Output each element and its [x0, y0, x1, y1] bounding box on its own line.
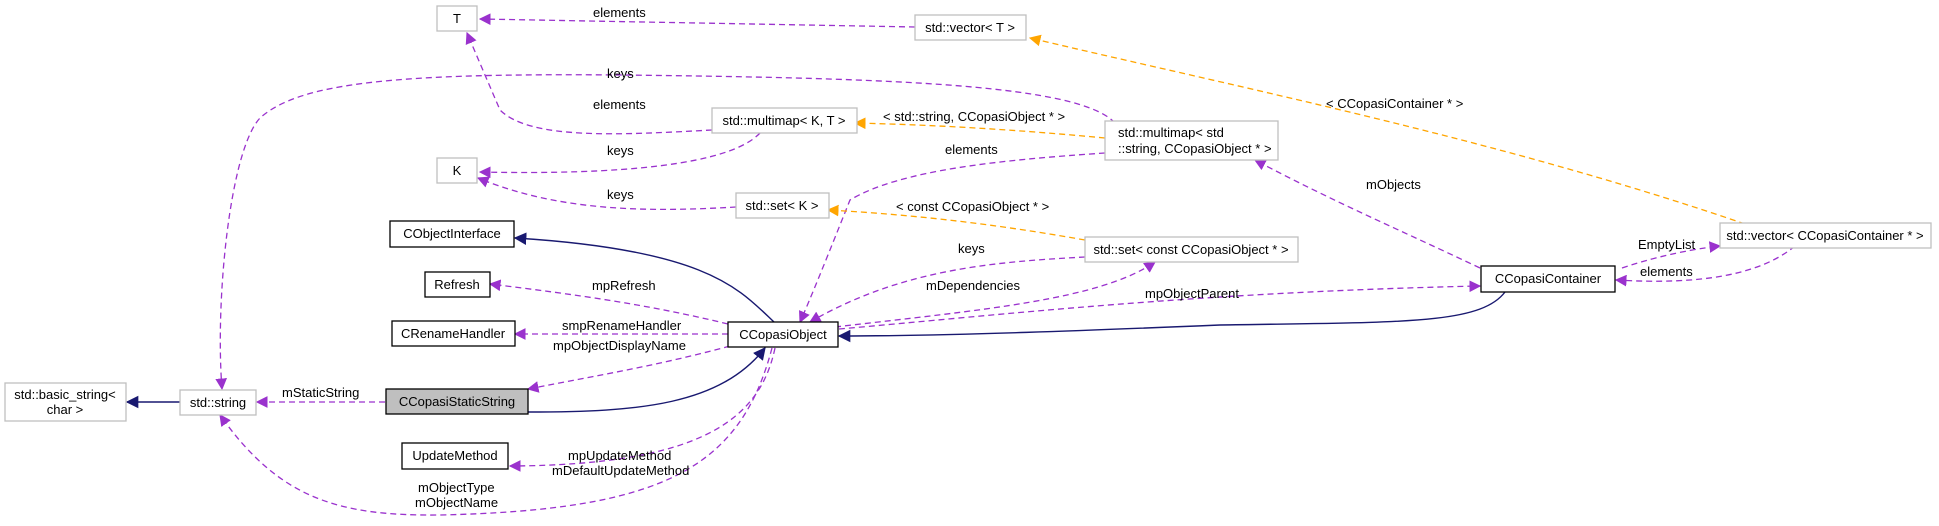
label-mpobjectparent: mpObjectParent — [1145, 286, 1239, 301]
edge-staticstring-to-cobject — [527, 347, 766, 413]
node-CRenameHandler[interactable]: CRenameHandler — [391, 320, 516, 347]
label-mpupdatemethod: mpUpdateMethod — [568, 448, 671, 463]
label-inst-elements: elements — [945, 142, 998, 157]
node-basic-string-line2: char > — [47, 402, 84, 417]
edge-cobject-mpobjectdisplayname — [526, 345, 731, 393]
edge-vector-elements — [478, 13, 916, 28]
label-mstaticstring: mStaticString — [282, 385, 359, 400]
edge-template-set — [826, 204, 1086, 241]
node-std-string-label: std::string — [190, 395, 246, 410]
node-set-instance[interactable]: std::set< const CCopasiObject * > — [1084, 236, 1299, 263]
label-vector-elements: elements — [593, 5, 646, 20]
edge-container-to-cobject — [837, 291, 1506, 343]
node-CCopasiStaticString[interactable]: CCopasiStaticString — [385, 388, 529, 415]
node-set-K-label: std::set< K > — [746, 198, 819, 213]
label-container-elements: elements — [1640, 264, 1693, 279]
node-CCopasiObject-label: CCopasiObject — [739, 327, 827, 342]
edge-vector-container-emptylist — [1621, 241, 1722, 269]
node-Refresh[interactable]: Refresh — [424, 271, 491, 298]
label-mpobjectdisplayname: mpObjectDisplayName — [553, 338, 686, 353]
node-basic-string-line1: std::basic_string< — [14, 387, 116, 402]
node-CCopasiContainer-label: CCopasiContainer — [1495, 271, 1602, 286]
node-CCopasiStaticString-label: CCopasiStaticString — [399, 394, 515, 409]
node-vector-container[interactable]: std::vector< CCopasiContainer * > — [1719, 222, 1932, 249]
node-T-label: T — [453, 11, 461, 26]
label-emptylist: EmptyList — [1638, 237, 1695, 252]
node-CObjectInterface-label: CObjectInterface — [403, 226, 501, 241]
edge-cobject-mpobjectparent — [838, 280, 1482, 330]
edge-cobject-updatemethod — [508, 347, 776, 472]
edge-cobject-to-cobjectinterface — [513, 232, 776, 324]
label-mprefresh: mpRefresh — [592, 278, 656, 293]
edge-setinst-keys-to-cobject — [808, 256, 1086, 323]
node-multimap-KT[interactable]: std::multimap< K, T > — [711, 107, 858, 134]
edge-cobject-mobjectname — [219, 347, 773, 516]
node-Refresh-label: Refresh — [434, 277, 480, 292]
node-vector-T-label: std::vector< T > — [925, 20, 1015, 35]
edge-multimap-keys-to-K — [478, 132, 761, 179]
label-multimap-inst-template: < std::string, CCopasiObject * > — [883, 109, 1065, 124]
label-setinst-keys: keys — [958, 241, 985, 256]
node-set-K[interactable]: std::set< K > — [735, 192, 830, 219]
node-UpdateMethod-label: UpdateMethod — [412, 448, 497, 463]
label-mobjects: mObjects — [1366, 177, 1421, 192]
label-mdefaultupdatemethod: mDefaultUpdateMethod — [552, 463, 689, 478]
node-vector-T[interactable]: std::vector< T > — [914, 14, 1027, 41]
node-std-string[interactable]: std::string — [179, 389, 257, 416]
edge-set-keys-to-K — [476, 176, 737, 211]
label-vector-inst-template: < CCopasiContainer * > — [1326, 96, 1463, 111]
label-mobjecttype: mObjectType — [418, 480, 495, 495]
label-string-keys-top: keys — [607, 66, 634, 81]
node-multimap-instance[interactable]: std::multimap< std ::string, CCopasiObje… — [1104, 120, 1279, 161]
node-vector-container-label: std::vector< CCopasiContainer * > — [1726, 228, 1923, 243]
label-set-inst-template: < const CCopasiObject * > — [896, 199, 1049, 214]
node-T[interactable]: T — [436, 5, 478, 32]
label-smprenamehandler: smpRenameHandler — [562, 318, 682, 333]
node-multimap-instance-line2: ::string, CCopasiObject * > — [1118, 141, 1272, 156]
edge-container-mobjects — [1253, 159, 1481, 269]
node-multimap-KT-label: std::multimap< K, T > — [722, 113, 845, 128]
node-K[interactable]: K — [436, 157, 478, 184]
edge-multimap-inst-keys-to-string — [215, 74, 1116, 391]
label-multimap-elements: elements — [593, 97, 646, 112]
node-CCopasiObject[interactable]: CCopasiObject — [727, 321, 839, 348]
edge-multimap-inst-elements-to-cobject — [799, 152, 1106, 324]
node-multimap-instance-line1: std::multimap< std — [1118, 125, 1224, 140]
edge-multimap-elements-to-T — [465, 31, 713, 135]
label-multimap-keys: keys — [607, 143, 634, 158]
node-CObjectInterface[interactable]: CObjectInterface — [389, 220, 515, 248]
edge-template-vector — [1028, 34, 1746, 225]
label-set-keys: keys — [607, 187, 634, 202]
node-set-instance-label: std::set< const CCopasiObject * > — [1093, 242, 1288, 257]
edge-cobject-mdependencies — [834, 261, 1156, 328]
node-K-label: K — [453, 163, 462, 178]
label-mobjectname: mObjectName — [415, 495, 498, 510]
node-CRenameHandler-label: CRenameHandler — [401, 326, 506, 341]
label-mdependencies: mDependencies — [926, 278, 1020, 293]
node-UpdateMethod[interactable]: UpdateMethod — [401, 442, 509, 470]
node-CCopasiContainer[interactable]: CCopasiContainer — [1480, 265, 1616, 293]
node-basic-string[interactable]: std::basic_string< char > — [4, 382, 127, 422]
edge-template-multimap — [853, 117, 1106, 139]
